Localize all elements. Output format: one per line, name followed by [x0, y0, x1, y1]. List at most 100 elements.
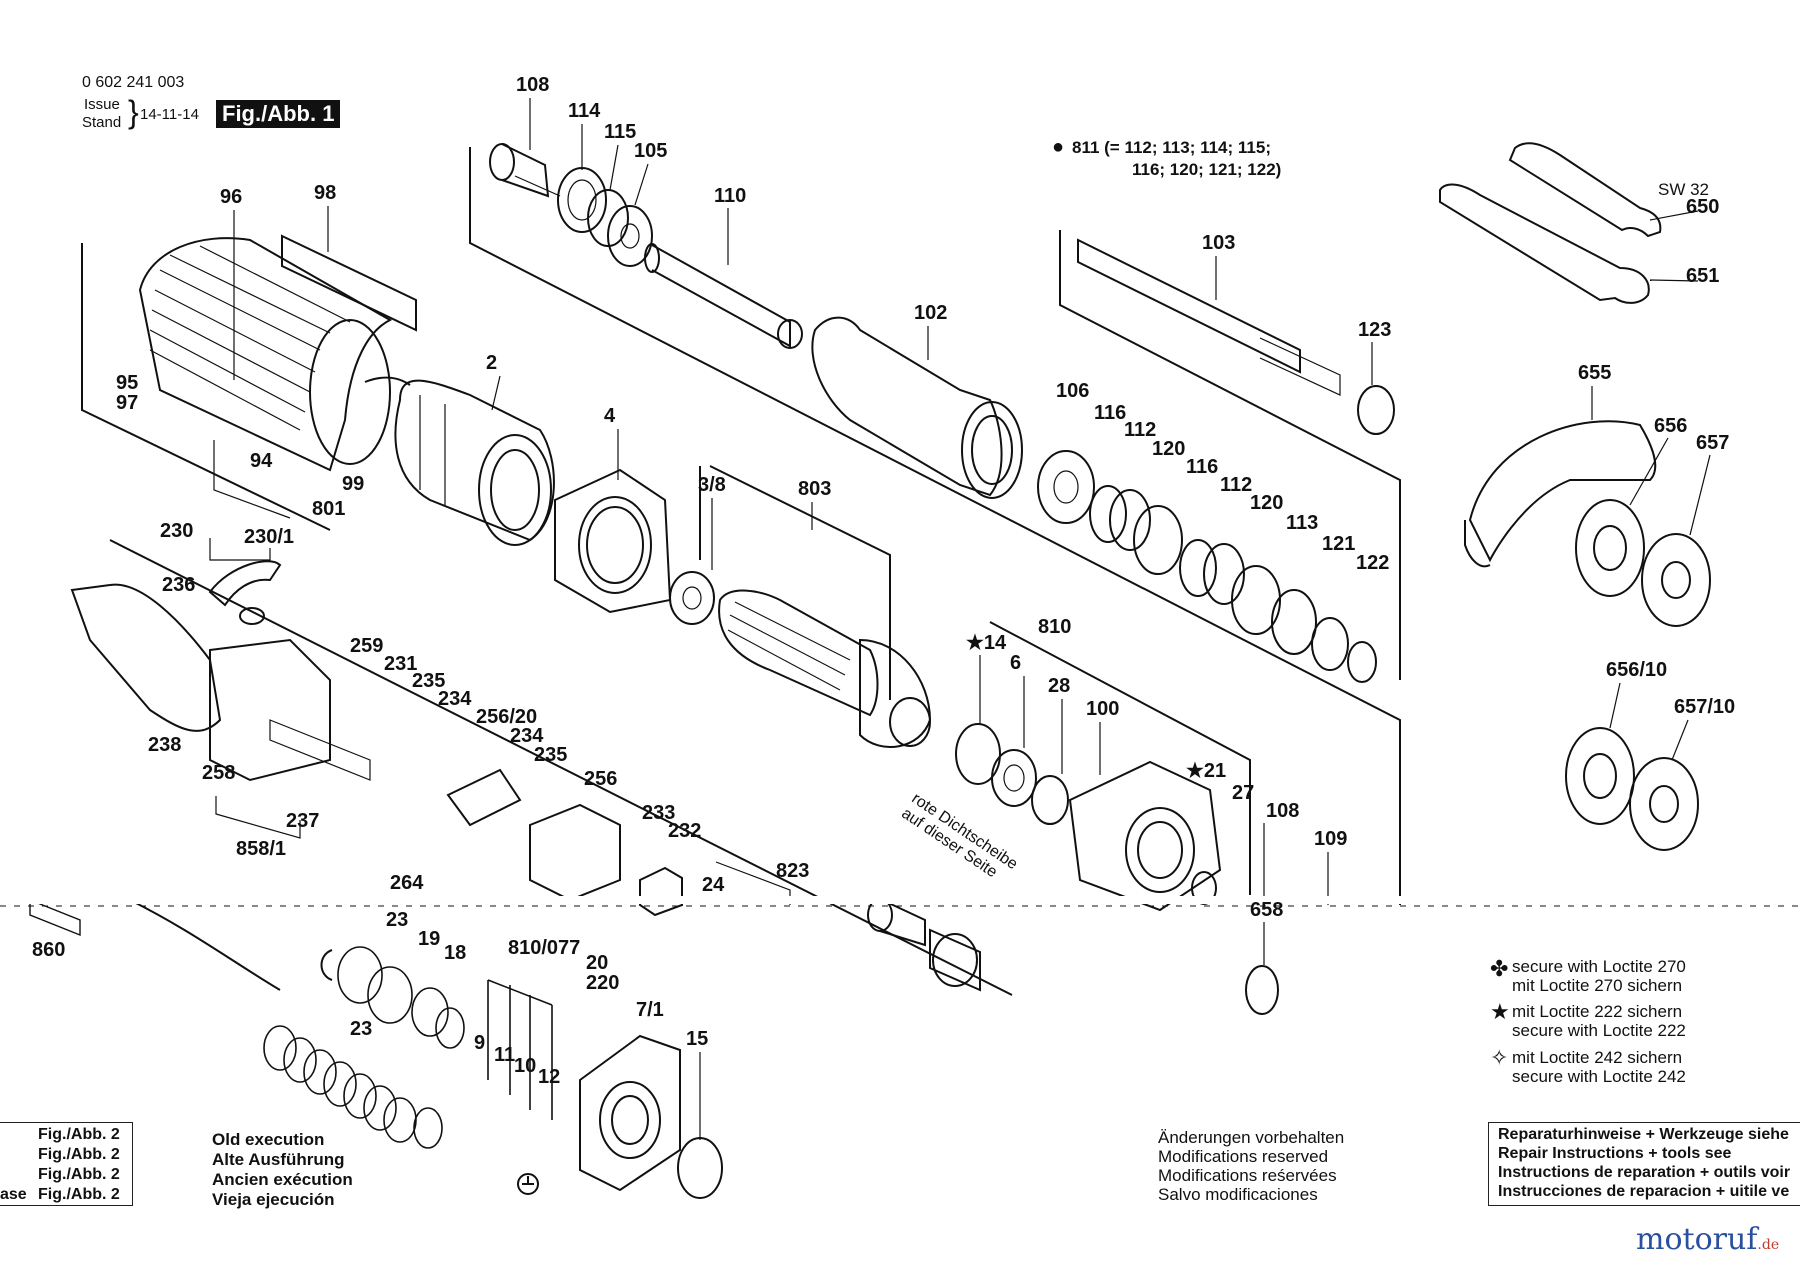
old-exec-line-1: Old execution — [212, 1130, 325, 1149]
part-label-115: 115 — [604, 121, 637, 143]
part-label-236: 236 — [162, 574, 196, 596]
part-label-2: 2 — [486, 352, 498, 374]
part-label-264: 264 — [390, 872, 424, 894]
lever-236 — [208, 560, 282, 607]
part-label-803: 803 — [798, 478, 832, 500]
label-plate-98 — [281, 234, 417, 332]
part-label-121: 121 — [1322, 533, 1356, 555]
old-exec-ref-2: Fig./Abb. 2 — [38, 1146, 120, 1163]
part-label-116b: 116 — [1186, 456, 1219, 478]
legend-222-line2: secure with Loctite 222 — [1512, 1021, 1686, 1040]
part-label-235a: 235 — [412, 670, 446, 692]
bracket-94 — [213, 440, 291, 519]
legend-270-line2: mit Loctite 270 sichern — [1512, 976, 1683, 995]
part-label-112a: 112 — [1124, 419, 1157, 441]
spring-assembly-23 — [263, 1025, 443, 1149]
part-label-7-1: 7/1 — [636, 999, 664, 1021]
legend-222-line1: mit Loctite 222 sichern — [1512, 1002, 1683, 1021]
part-label-860: 860 — [32, 939, 66, 961]
legend-270-line1: secure with Loctite 270 — [1512, 957, 1686, 976]
ring-113 — [1271, 589, 1317, 655]
part-label-108a: 108 — [516, 74, 550, 96]
bracket-230 — [209, 538, 271, 561]
kit-811-line1: 811 (= 112; 113; 114; 115; — [1072, 138, 1271, 157]
bearing-105 — [607, 205, 653, 267]
tube-110 — [644, 243, 803, 349]
modifications-fr: Modifications reśervées — [1158, 1166, 1337, 1185]
old-exec-ref-4-prefix: ase — [0, 1186, 27, 1203]
ring-116b — [1179, 539, 1217, 597]
part-label-256-20: 256/20 — [476, 706, 538, 728]
legend-242-line2: secure with Loctite 242 — [1512, 1067, 1686, 1086]
stator-2 — [364, 376, 555, 546]
stand-label: Stand — [82, 114, 122, 131]
part-232 — [639, 866, 683, 917]
screw-set-810-077 — [487, 979, 553, 1120]
old-exec-line-3: Ancien exécution — [212, 1170, 353, 1189]
frame-left — [81, 243, 331, 531]
switch-256 — [529, 803, 621, 902]
part-label-120a: 120 — [1152, 438, 1186, 460]
repair-box — [1488, 1122, 1800, 1206]
modifications-es: Salvo modificaciones — [1158, 1185, 1318, 1204]
part-label-657-10: 657/10 — [1674, 696, 1736, 718]
cable-860 — [129, 899, 281, 991]
part-label-810: 810 — [1038, 616, 1072, 638]
part-label-97: 97 — [116, 392, 139, 414]
part-label-235b: 235 — [534, 744, 568, 766]
ring-120a — [1133, 505, 1183, 575]
part-label-6: 6 — [1010, 652, 1022, 674]
part-label-10: 10 — [514, 1055, 537, 1077]
part-label-96: 96 — [220, 186, 243, 208]
separator-band — [0, 896, 1800, 904]
wrench-650 — [1508, 142, 1662, 238]
ring-122 — [1347, 641, 1377, 683]
part-label-27: 27 — [1232, 782, 1255, 804]
part-label-230: 230 — [160, 520, 194, 542]
ring-115 — [587, 189, 629, 247]
part-label-28: 28 — [1048, 675, 1071, 697]
pinion-108 — [489, 143, 561, 198]
loctite-242-icon: ✧ — [1490, 1045, 1509, 1070]
bearing-cover-7-1 — [579, 1034, 681, 1192]
part-label-108b: 108 — [1266, 800, 1300, 822]
old-exec-line-4: Vieja ejecución — [212, 1190, 335, 1209]
bearing-106 — [1037, 450, 1095, 524]
part-label-810-077: 810/077 — [508, 937, 581, 959]
part-label-103: 103 — [1202, 232, 1236, 254]
part-label-20: 20 — [586, 952, 609, 974]
part-label-650: 650 — [1686, 196, 1720, 218]
nut-657-10 — [1629, 757, 1699, 851]
repair-en: Repair Instructions + tools see — [1498, 1145, 1732, 1162]
figure-badge: Fig./Abb. 1 — [216, 100, 341, 128]
part-label-100: 100 — [1086, 698, 1120, 720]
circlip-upper — [320, 949, 333, 981]
watermark-suffix: .de — [1757, 1237, 1780, 1253]
washer-230-1 — [239, 607, 265, 625]
part-label-110: 110 — [714, 185, 747, 207]
part-label-233: 233 — [642, 802, 676, 824]
part-label-24: 24 — [702, 874, 725, 896]
legend-242: ✧ mit Loctite 242 sichern secure with Lo… — [1490, 1045, 1686, 1087]
ring-112a — [1109, 489, 1151, 551]
ring-114 — [557, 167, 607, 233]
bearing-6 — [991, 749, 1037, 807]
nut-657 — [1641, 533, 1711, 627]
part-label-259: 259 — [350, 635, 384, 657]
spindle-tube-102 — [811, 316, 1023, 499]
part-label-102: 102 — [914, 302, 948, 324]
old-exec-ref-1: Fig./Abb. 2 — [38, 1126, 120, 1143]
wrench-651 — [1439, 183, 1650, 304]
part-label-256: 256 — [584, 768, 618, 790]
part-label-238: 238 — [148, 734, 182, 756]
part-label-232: 232 — [668, 820, 702, 842]
part-label-112b: 112 — [1220, 474, 1253, 496]
part-label-220: 220 — [586, 972, 620, 994]
repair-fr: Instructions de reparation + outils voir — [1498, 1164, 1791, 1181]
part-label-231: 231 — [384, 653, 418, 675]
part-label-651: 651 — [1686, 265, 1720, 287]
handle-858-1 — [70, 583, 371, 782]
circlip-123 — [1357, 385, 1395, 435]
part-label-19: 19 — [418, 928, 441, 950]
